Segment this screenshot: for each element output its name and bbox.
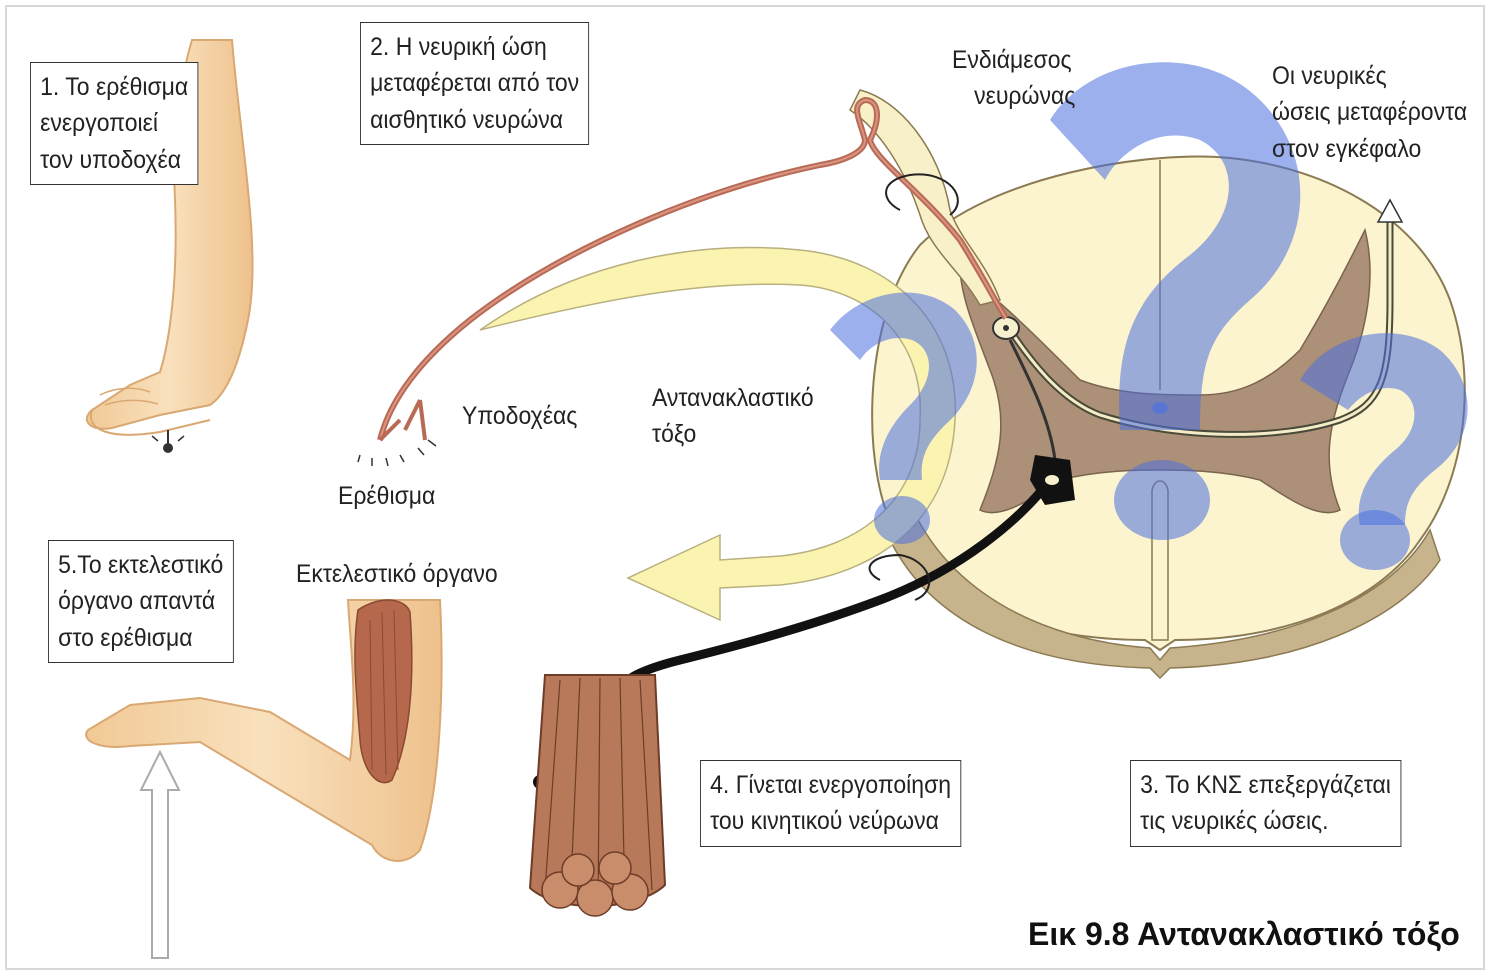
step-1-box: 1. Το ερέθισμα ενεργοποιεί τον υποδοχέα bbox=[30, 62, 198, 185]
step-4-line-2: του κινητικού νεύρωνα bbox=[710, 803, 951, 839]
to-brain-arrow bbox=[1378, 200, 1402, 222]
interneuron-line-1: Ενδιάμεσος bbox=[952, 42, 1075, 78]
reflex-arc-line-1: Αντανακλαστικό bbox=[652, 380, 814, 416]
step-5-box: 5.Το εκτελεστικό όργανο απαντά στο ερέθι… bbox=[48, 540, 233, 663]
to-brain-line-1: Οι νευρικές bbox=[1272, 58, 1467, 94]
receptor-label: Υποδοχέας bbox=[462, 398, 577, 434]
interneuron-label: Ενδιάμεσος νευρώνας bbox=[952, 42, 1075, 115]
step-5-line-1: 5.Το εκτελεστικό bbox=[58, 547, 223, 583]
step-4-line-1: 4. Γίνεται ενεργοποίηση bbox=[710, 767, 951, 803]
step-2-line-1: 2. Η νευρική ώση bbox=[370, 29, 579, 65]
step-2-box: 2. Η νευρική ώση μεταφέρεται από τον αισ… bbox=[360, 22, 589, 145]
step-4-box: 4. Γίνεται ενεργοποίηση του κινητικού νε… bbox=[700, 760, 961, 847]
step-3-line-1: 3. Το ΚΝΣ επεξεργάζεται bbox=[1140, 767, 1391, 803]
step-1-line-3: τον υποδοχέα bbox=[40, 142, 188, 178]
step-2-line-2: μεταφέρεται από τον bbox=[370, 65, 579, 101]
interneuron-line-2: νευρώνας bbox=[952, 78, 1075, 114]
figure-caption: Εικ 9.8 Αντανακλαστικό τόξο bbox=[1028, 916, 1460, 953]
reflex-arc-line-2: τόξο bbox=[652, 416, 814, 452]
reflex-arc-label: Αντανακλαστικό τόξο bbox=[652, 380, 814, 453]
step-3-box: 3. Το ΚΝΣ επεξεργάζεται τις νευρικές ώσε… bbox=[1130, 760, 1401, 847]
up-arrow-icon bbox=[141, 752, 179, 958]
step-5-line-2: όργανο απαντά bbox=[58, 583, 223, 619]
step-5-line-3: στο ερέθισμα bbox=[58, 620, 223, 656]
step-3-line-2: τις νευρικές ώσεις. bbox=[1140, 803, 1391, 839]
stimulus-label: Ερέθισμα bbox=[338, 478, 435, 514]
stimulus-pin bbox=[163, 443, 173, 453]
step-1-line-1: 1. Το ερέθισμα bbox=[40, 69, 188, 105]
step-1-line-2: ενεργοποιεί bbox=[40, 105, 188, 141]
muscle-bundle-illustration bbox=[530, 675, 665, 916]
to-brain-line-3: στον εγκέφαλο bbox=[1272, 131, 1467, 167]
to-brain-line-2: ώσεις μεταφέροντα bbox=[1272, 94, 1467, 130]
to-brain-label: Οι νευρικές ώσεις μεταφέροντα στον εγκέφ… bbox=[1272, 58, 1467, 167]
step-2-line-3: αισθητικό νευρώνα bbox=[370, 102, 579, 138]
effector-label: Εκτελεστικό όργανο bbox=[296, 556, 498, 592]
